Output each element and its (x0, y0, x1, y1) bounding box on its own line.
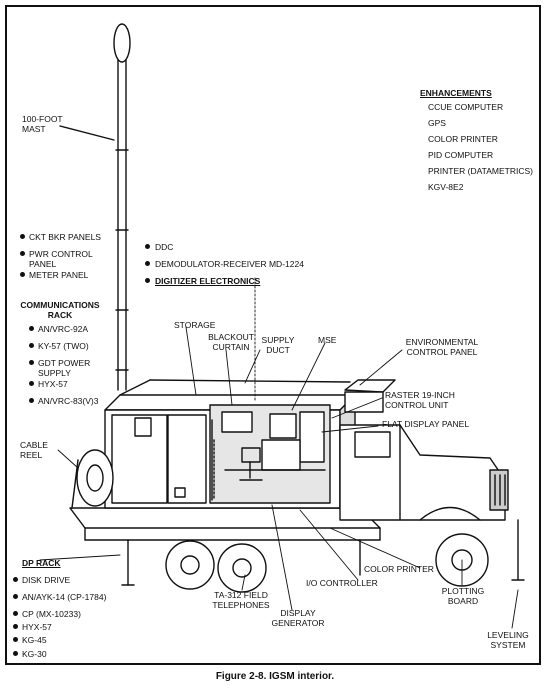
comms-item: AN/VRC-92A (38, 324, 89, 334)
dp-item: DISK DRIVE (22, 575, 71, 585)
bullet-icon (29, 360, 34, 365)
field-telephones-label: TA-312 FIELD TELEPHONES (212, 590, 270, 610)
comms-item: KY-57 (TWO) (38, 341, 89, 351)
bullet-icon (29, 343, 34, 348)
cable-reel-label: CABLE REEL (20, 440, 48, 460)
leveling-system-label: LEVELING SYSTEM (487, 630, 529, 650)
storage-label: STORAGE (174, 320, 216, 330)
dp-item: AN/AYK-14 (CP-1784) (22, 592, 107, 602)
comms-item: HYX-57 (38, 379, 68, 389)
bullet-icon (13, 577, 18, 582)
bullet-icon (13, 594, 18, 599)
enhancement-item: COLOR PRINTER (428, 134, 498, 144)
ckt-bkr-label: CKT BKR PANELS (29, 232, 101, 242)
bullet-icon (145, 261, 150, 266)
comms-item: AN/VRC-83(V)3 (38, 396, 99, 406)
bullet-icon (20, 234, 25, 239)
comms-rack-heading: COMMUNICATIONS RACK (20, 300, 100, 320)
dp-item: KG-45 (22, 635, 47, 645)
bullet-icon (13, 624, 18, 629)
bullet-icon (145, 244, 150, 249)
leveling-jacks (121, 519, 525, 586)
enhancements-heading: ENHANCEMENTS (420, 88, 492, 98)
plotting-board-label: PLOTTING BOARD (441, 586, 485, 606)
dp-item: KG-30 (22, 649, 47, 659)
display-generator-label: DISPLAY GENERATOR (271, 608, 325, 628)
env-unit (344, 379, 396, 413)
dp-item: CP (MX-10233) (22, 609, 81, 619)
bullet-icon (20, 272, 25, 277)
pwr-control-label: PWR CONTROL PANEL (29, 249, 93, 269)
truck-cab (339, 424, 509, 521)
flat-display-label: FLAT DISPLAY PANEL (382, 419, 470, 429)
truck-bed (69, 507, 381, 541)
bullet-icon (29, 398, 34, 403)
dp-rack-heading: DP RACK (22, 558, 61, 568)
enhancement-item: PID COMPUTER (428, 150, 494, 160)
bullet-icon (29, 326, 34, 331)
shelter (104, 394, 356, 509)
figure-caption: Figure 2-8. IGSM interior. (215, 671, 335, 682)
color-printer-label: COLOR PRINTER (364, 564, 434, 574)
cable-reel-drawing (71, 449, 114, 509)
enhancement-item: KGV-8E2 (428, 182, 464, 192)
bullet-icon (13, 651, 18, 656)
digitizer-label: DIGITIZER ELECTRONICS (155, 276, 261, 286)
bullet-icon (13, 611, 18, 616)
blackout-curtain-label: BLACKOUT CURTAIN (208, 332, 254, 352)
dp-item: HYX-57 (22, 622, 52, 632)
enhancement-item: PRINTER (DATAMETRICS) (428, 166, 533, 176)
mast-drawing (113, 23, 131, 391)
bullet-icon (145, 278, 150, 283)
raster-label: RASTER 19-INCH CONTROL UNIT (385, 390, 455, 410)
bullet-icon (29, 381, 34, 386)
bullet-icon (13, 637, 18, 642)
io-controller-label: I/O CONTROLLER (306, 578, 378, 588)
enhancement-item: CCUE COMPUTER (428, 102, 504, 112)
figure-frame (5, 5, 541, 665)
comms-item: GDT POWER SUPPLY (38, 358, 91, 378)
mse-label: MSE (318, 335, 337, 345)
mast-label: 100-FOOT MAST (22, 114, 63, 134)
meter-panel-label: METER PANEL (29, 270, 89, 280)
ddc-label: DDC (155, 242, 174, 252)
demod-label: DEMODULATOR-RECEIVER MD-1224 (155, 259, 304, 269)
bullet-icon (20, 251, 25, 256)
supply-duct-label: SUPPLY DUCT (261, 335, 295, 355)
environmental-panel-label: ENVIRONMENTAL CONTROL PANEL (405, 337, 479, 357)
enhancement-item: GPS (428, 118, 446, 128)
